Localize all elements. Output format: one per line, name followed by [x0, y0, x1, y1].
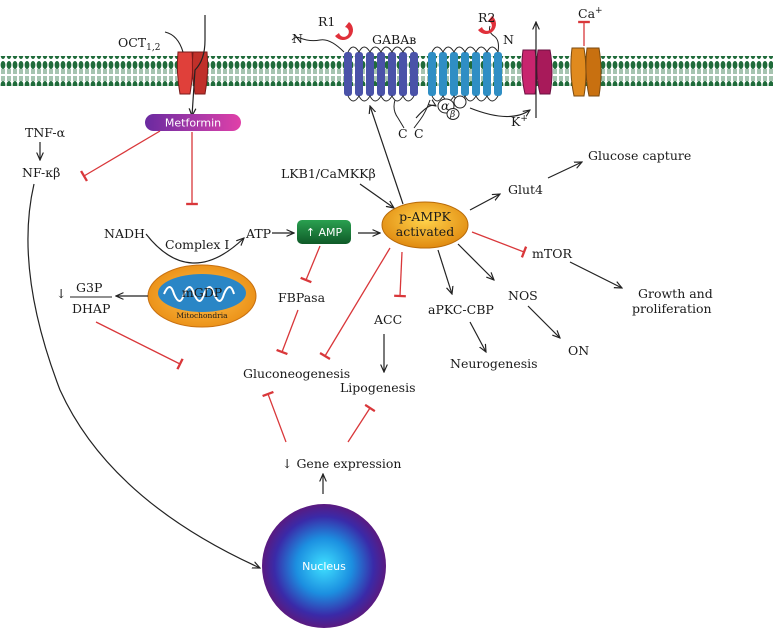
mgdp-label: mGDP [182, 285, 222, 300]
n1-label: N [292, 31, 303, 46]
gabab-label: GABAʙ [372, 32, 416, 47]
nadh-to-atp-arrow [145, 233, 244, 264]
nucleus [262, 504, 386, 628]
c2-label: C [414, 126, 424, 141]
gene-expression-label: ↓ Gene expression [282, 456, 401, 471]
ampk-to-glut4-arrow [469, 194, 500, 211]
k-channel [521, 49, 553, 95]
lkb1-label: LKB1/CaMKKβ [281, 166, 376, 181]
mitochondria-label: Mitochondria [176, 311, 228, 320]
r1-label: R1 [318, 14, 335, 29]
atp-label: ATP [245, 226, 271, 241]
nos-to-on-arrow [527, 305, 560, 338]
growth-label-line1: Growth and [638, 286, 713, 301]
g3p-label: G3P [76, 280, 102, 295]
pampk-label-line2: activated [396, 224, 454, 239]
mtor-label: mTOR [532, 246, 572, 261]
mtor-to-growth-arrow [569, 261, 622, 288]
ampk-to-nos-arrow [457, 243, 494, 280]
metformin-label: Metformin [165, 117, 221, 130]
metformin-inhibits-nfkb [80, 130, 161, 182]
gprotein-to-k-arrow [469, 107, 530, 118]
gabab-receptor-r2 [428, 16, 502, 102]
lkb1-to-ampk-arrow [359, 183, 394, 208]
on-label: ON [568, 343, 589, 358]
lipogenesis-label: Lipogenesis [340, 380, 416, 395]
glut4-to-glucose-arrow [547, 162, 582, 179]
ampk-inhibits-mtor [471, 231, 528, 258]
gluconeogenesis-label: Gluconeogenesis [243, 366, 350, 381]
amp-label: ↑ AMP [306, 226, 343, 239]
g3p-down-arrow: ↓ [56, 286, 66, 301]
oct-arrow [192, 15, 206, 116]
amp-box [297, 220, 351, 244]
gene-inhibits-lipogenesis [347, 403, 376, 443]
oct-entry-curve [164, 31, 184, 53]
ca-label: Ca+ [578, 6, 603, 21]
cell-membrane [0, 56, 773, 86]
pampk-node [381, 201, 469, 249]
g3p-inhibits-gluconeo [95, 321, 184, 370]
ampk-to-receptor-arrow [370, 106, 404, 205]
nucleus-label: Nucleus [302, 560, 346, 573]
k-label: K+ [511, 114, 528, 129]
dhap-label: DHAP [72, 301, 110, 316]
complex1-label: Complex I [165, 237, 229, 252]
n2-label: N [503, 32, 514, 47]
gabab-receptor-r1 [291, 22, 418, 102]
nfkb-label: NF-κβ [22, 165, 60, 180]
oct-label: OCT1,2 [118, 35, 160, 53]
gene-inhibits-gluconeo [262, 390, 287, 443]
c-to-gprotein-arrow [415, 105, 436, 119]
growth-label-line2: proliferation [632, 301, 712, 316]
glucose-capture-label: Glucose capture [588, 148, 691, 163]
neurogenesis-label: Neurogenesis [450, 356, 538, 371]
fbpasa-label: FBPasa [278, 290, 326, 305]
ampk-inhibits-gluconeo [319, 247, 391, 361]
fbpasa-inhibits-gluconeo [276, 309, 299, 356]
apkc-label: aPKC-CBP [428, 302, 494, 317]
tnf-label: TNF-α [25, 125, 66, 140]
beta-label: β [449, 110, 455, 120]
glut4-label: Glut4 [508, 182, 543, 197]
c1-label: C [398, 126, 408, 141]
r2-label: R2 [478, 10, 495, 25]
g-protein [393, 95, 467, 129]
alpha-label: α [441, 98, 450, 113]
nfkb-to-nucleus-arrow [27, 183, 260, 568]
ampk-to-apkc-arrow [437, 249, 452, 294]
oct-transporter [176, 51, 209, 95]
pampk-label-line1: p-AMPK [399, 209, 451, 224]
ca-channel [570, 47, 602, 97]
metformin-box [145, 114, 241, 131]
nos-label: NOS [508, 288, 538, 303]
acc-label: ACC [373, 312, 402, 327]
amp-inhibits-fbpasa [300, 245, 321, 284]
nadh-label: NADH [104, 226, 145, 241]
ampk-inhibits-acc [394, 251, 406, 298]
apkc-to-neuro-arrow [469, 321, 486, 352]
